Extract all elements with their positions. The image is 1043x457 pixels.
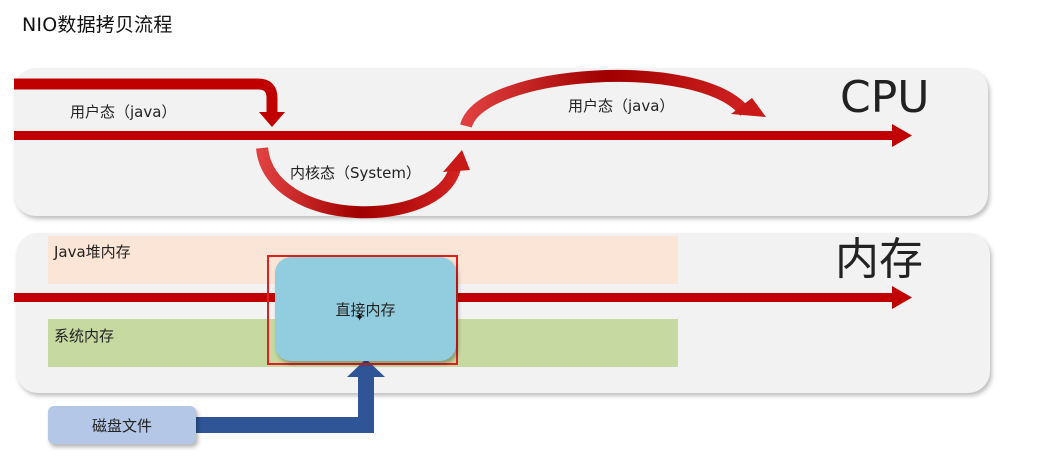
direct-memory-label: 直接内存: [335, 300, 396, 319]
disk-file-box: 磁盘文件: [48, 406, 196, 444]
user-mode-return-curve-arrow: [460, 69, 766, 129]
user-mode-left-label: 用户态（java）: [70, 103, 177, 121]
disk-to-direct-arrow: [196, 359, 385, 433]
kernel-mode-curve-arrow: [256, 146, 470, 219]
user-mode-entry-arrow: [14, 78, 285, 127]
cpu-main-arrow: [14, 124, 912, 147]
direct-memory-highlight: [267, 255, 458, 365]
kernel-mode-label: 内核态（System）: [290, 164, 421, 182]
java-heap-label: Java堆内存: [54, 243, 131, 261]
mouse-cursor-icon: ✦: [355, 311, 365, 324]
user-mode-right-label: 用户态（java）: [568, 97, 675, 115]
system-memory-label: 系统内存: [54, 327, 115, 345]
memory-label: 内存: [835, 234, 923, 285]
direct-memory-box: 直接内存: [275, 257, 456, 361]
cpu-label: CPU: [840, 72, 930, 123]
page-title: NIO数据拷贝流程: [22, 14, 173, 36]
memory-main-arrow: [14, 286, 912, 309]
disk-file-label: 磁盘文件: [91, 416, 152, 435]
